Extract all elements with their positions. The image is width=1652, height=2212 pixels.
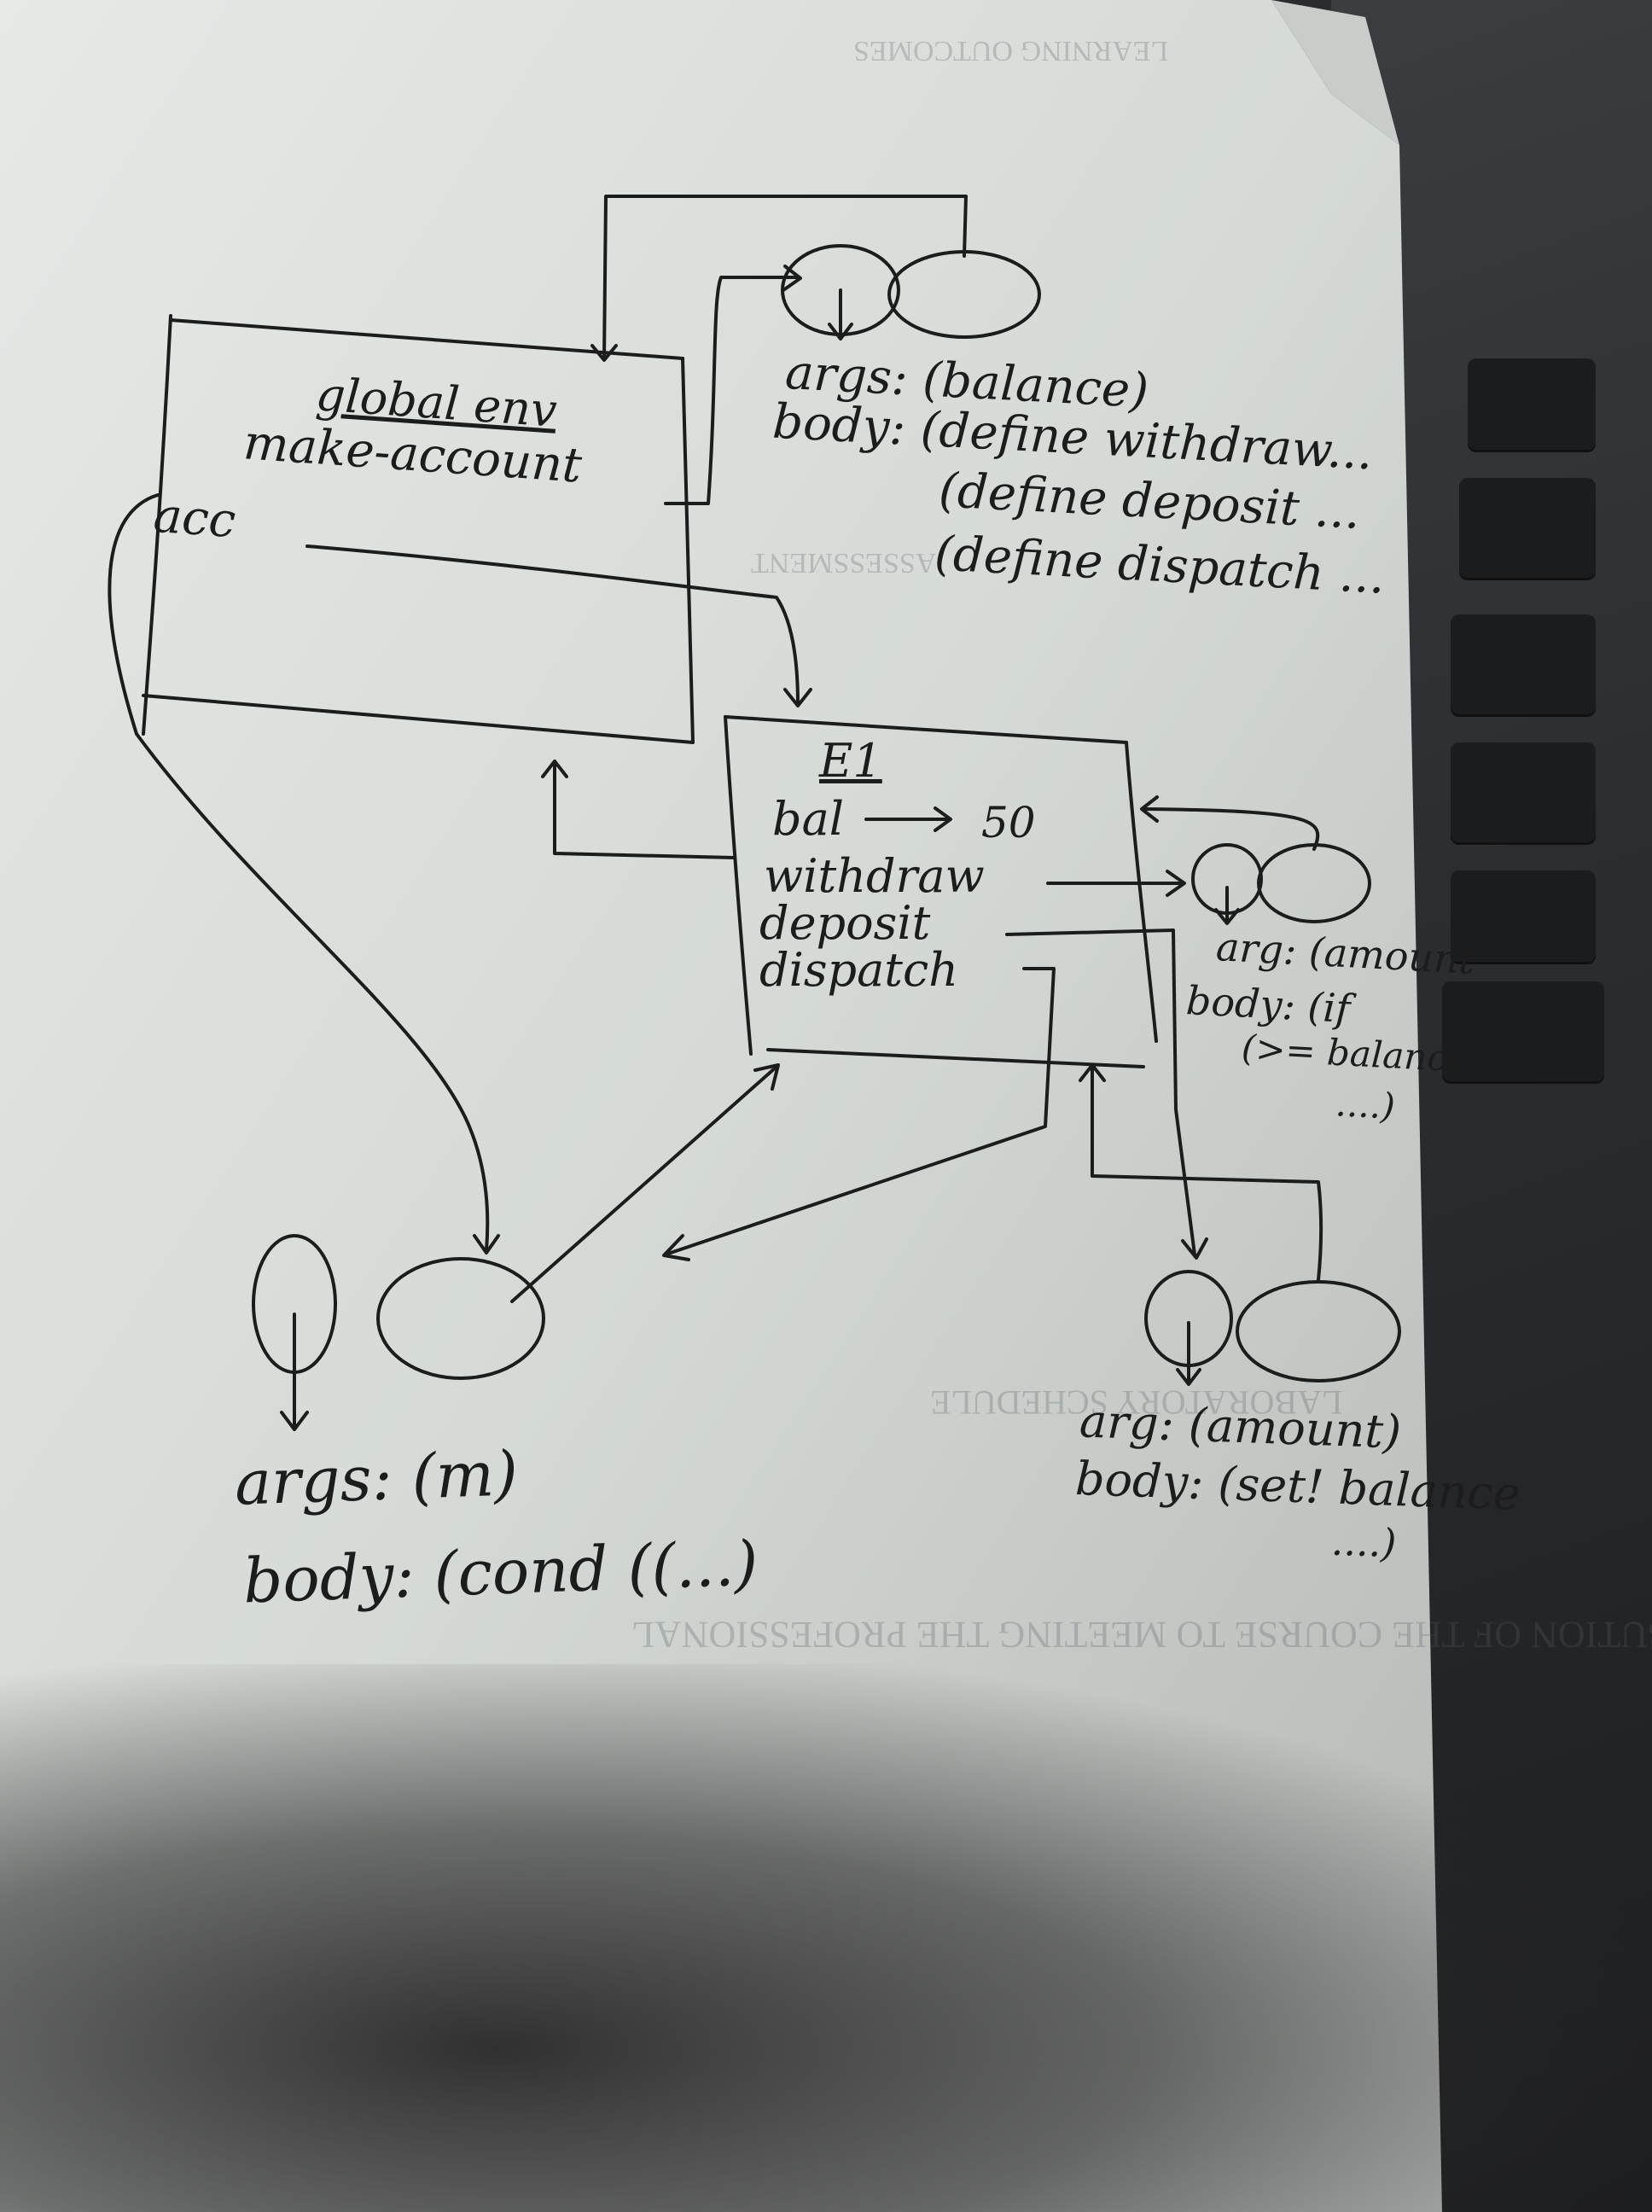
e1-frame (724, 715, 753, 1056)
dispatch-args: args: (m) (233, 1437, 520, 1519)
deposit-circle-right (1236, 1280, 1401, 1382)
global-env-frame (142, 314, 172, 736)
dispatch-binding: dispatch (759, 943, 959, 997)
deposit-binding: deposit (759, 896, 931, 950)
global-env-frame (681, 357, 695, 744)
bal-value: 50 (981, 798, 1036, 847)
e1-frame (766, 1048, 1145, 1068)
acc-binding: acc (151, 487, 238, 550)
withdraw-body-line: body: (if (1184, 977, 1352, 1032)
acc-arrow (305, 544, 800, 706)
keyboard-key (1468, 358, 1596, 452)
make-account-circle-right (887, 250, 1041, 339)
env-pointer (602, 195, 968, 360)
make-account-arrow (664, 276, 800, 505)
deposit-body-line: ....) (1330, 1517, 1398, 1567)
e1-title: E1 (819, 734, 882, 788)
acc-pointer (108, 493, 490, 1252)
e1-frame (1125, 741, 1158, 1043)
withdraw-body-line: ....) (1334, 1082, 1397, 1127)
dispatch-circle-right (376, 1257, 545, 1380)
withdraw-circle-right (1257, 843, 1371, 923)
dispatch-arrow (664, 967, 1056, 1256)
bal-binding: bal (772, 792, 845, 846)
keyboard-key (1442, 981, 1604, 1084)
keyboard-key (1459, 478, 1596, 580)
global-env-frame (142, 694, 695, 744)
e1-parent-arrow (553, 762, 736, 859)
keyboard-key (1451, 614, 1596, 717)
e1-frame (724, 715, 1128, 744)
deposit-args: arg: (amount) (1079, 1394, 1403, 1459)
keyboard-key (1451, 742, 1596, 845)
withdraw-binding: withdraw (764, 849, 985, 903)
dispatch-env-pointer (510, 1065, 778, 1303)
deposit-arrow (1005, 928, 1196, 1256)
keyboard-key (1451, 870, 1596, 964)
